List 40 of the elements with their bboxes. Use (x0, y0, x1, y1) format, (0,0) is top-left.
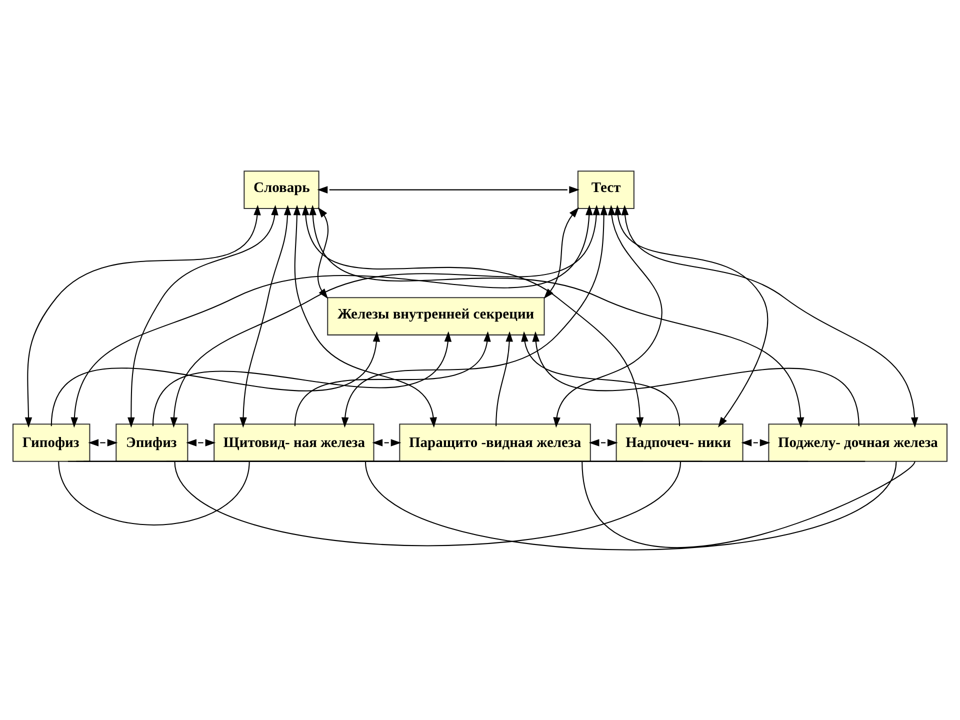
arrow (372, 438, 402, 446)
arrow (170, 204, 600, 428)
arrow (70, 204, 593, 428)
node-box: Эпифиз (116, 423, 188, 462)
arrow (496, 330, 513, 426)
arrow (128, 204, 278, 428)
arrow (50, 330, 380, 426)
arrow (741, 438, 770, 446)
arrow (614, 204, 768, 427)
connector (582, 460, 916, 548)
arrow (588, 438, 618, 446)
arrow (186, 438, 216, 446)
arrow (152, 330, 452, 426)
arrow (544, 206, 579, 298)
connector (174, 460, 682, 546)
arrow (532, 330, 860, 426)
arrow (294, 330, 491, 426)
connector (364, 460, 897, 550)
node-box: Поджелу- дочная железа (768, 423, 948, 462)
node-box: Тест (577, 170, 634, 208)
node-box: Паращито -видная железа (399, 423, 591, 462)
arrow (88, 438, 118, 446)
connector (182, 460, 866, 462)
arrow (521, 330, 680, 426)
node-box: Гипофиз (12, 423, 90, 462)
arrow (317, 186, 580, 193)
arrow (309, 204, 804, 428)
arrow (240, 204, 292, 428)
arrow (341, 204, 608, 428)
arrow (302, 204, 644, 428)
arrow (293, 204, 437, 428)
node-box: Словарь (244, 170, 320, 208)
arrow (24, 204, 261, 428)
connector (356, 460, 702, 462)
node-box: Щитовид- ная железа (214, 423, 374, 462)
arrow (621, 204, 918, 428)
connector (58, 460, 250, 525)
node-box: Железы внутренней секреции (327, 296, 545, 335)
arrow (553, 204, 662, 428)
node-box: Надпочеч- ники (616, 423, 744, 462)
